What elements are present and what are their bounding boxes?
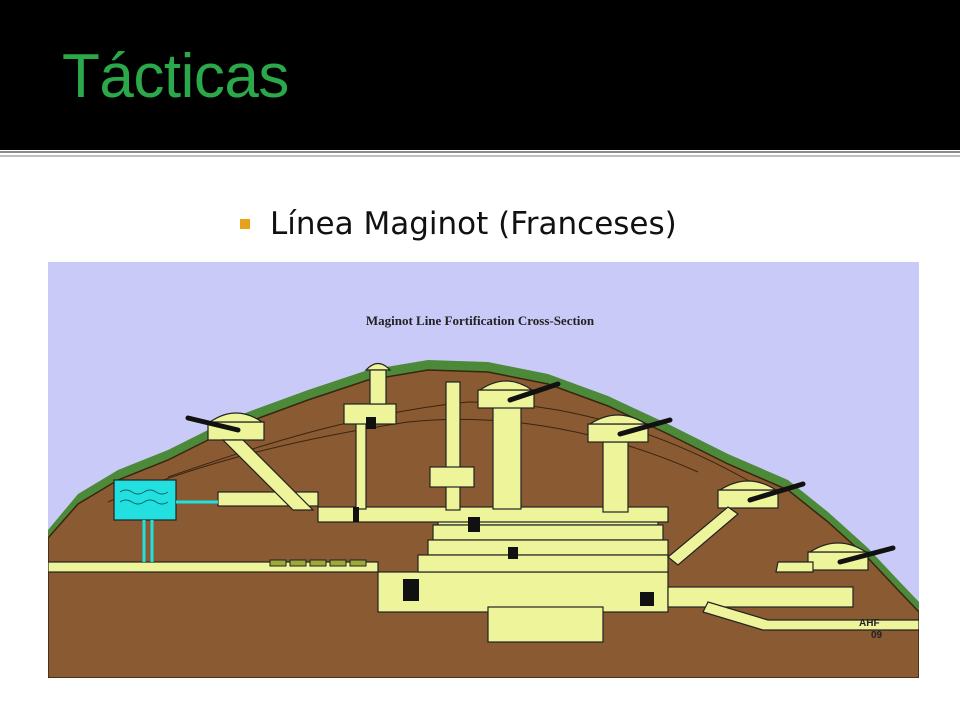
shaft-cap bbox=[429, 466, 475, 488]
observation-dome bbox=[364, 362, 392, 371]
header-divider bbox=[0, 151, 960, 153]
earth-stratum-line bbox=[167, 401, 769, 493]
header-divider-secondary bbox=[0, 155, 960, 157]
artist-signature: AHF bbox=[859, 618, 880, 629]
gun-barrel bbox=[617, 417, 673, 437]
gallery-level-3 bbox=[427, 539, 669, 556]
shaft-4 bbox=[602, 441, 629, 513]
gallery-level-2 bbox=[432, 524, 664, 541]
figure-title: Maginot Line Fortification Cross-Section bbox=[366, 313, 595, 328]
slide-title: Tácticas bbox=[62, 42, 289, 111]
gallery-opening bbox=[366, 417, 376, 429]
maginot-cross-section-figure: Maginot Line Fortification Cross-Section bbox=[48, 262, 919, 678]
artist-signature-year: 09 bbox=[871, 630, 883, 641]
gallery-openings bbox=[353, 417, 654, 606]
rail-car bbox=[269, 559, 287, 567]
gallery-opening bbox=[403, 579, 419, 601]
lower-magazine bbox=[487, 606, 604, 643]
gallery-connector bbox=[775, 561, 814, 573]
rail-car bbox=[289, 559, 307, 567]
turret-dome bbox=[208, 412, 264, 423]
gallery-opening bbox=[468, 517, 480, 532]
shaft-3 bbox=[492, 406, 522, 510]
diagonal-gallery-left bbox=[221, 439, 315, 511]
gallery-opening bbox=[640, 592, 654, 606]
rail-car bbox=[309, 559, 327, 567]
gallery-opening bbox=[508, 547, 518, 559]
turret-dome bbox=[587, 414, 649, 425]
gun-barrel bbox=[185, 415, 241, 433]
bullet-item: Línea Maginot (Franceses) bbox=[240, 202, 677, 246]
water-ripple bbox=[119, 499, 169, 505]
turret-dome bbox=[478, 380, 534, 391]
gun-barrels bbox=[185, 381, 896, 565]
gallery-opening bbox=[353, 507, 359, 522]
shaft-2 bbox=[445, 381, 461, 511]
cross-section-drawing: Maginot Line Fortification Cross-Section bbox=[48, 262, 919, 678]
slide-header: Tácticas bbox=[0, 0, 960, 150]
water-ripple bbox=[119, 489, 169, 495]
exit-tunnel bbox=[702, 601, 919, 631]
observation-tower bbox=[369, 369, 387, 405]
lower-tunnel-right bbox=[667, 586, 854, 608]
water-ripples bbox=[119, 489, 169, 505]
gallery-level-4 bbox=[417, 554, 669, 573]
water-pipes bbox=[142, 500, 218, 562]
rail-cars bbox=[269, 559, 367, 567]
gun-barrel bbox=[747, 481, 806, 503]
bullet-text: Línea Maginot (Franceses) bbox=[270, 206, 677, 242]
lower-gallery bbox=[377, 571, 669, 613]
diagonal-gallery-right bbox=[667, 506, 739, 566]
square-bullet-icon bbox=[240, 219, 250, 229]
turret-dome bbox=[807, 542, 869, 553]
rail-car bbox=[349, 559, 367, 567]
gun-barrel bbox=[837, 545, 896, 565]
lower-tunnel-left bbox=[48, 561, 379, 573]
gun-barrel bbox=[507, 381, 561, 403]
rail-car bbox=[329, 559, 347, 567]
fortification-structures bbox=[48, 362, 919, 643]
